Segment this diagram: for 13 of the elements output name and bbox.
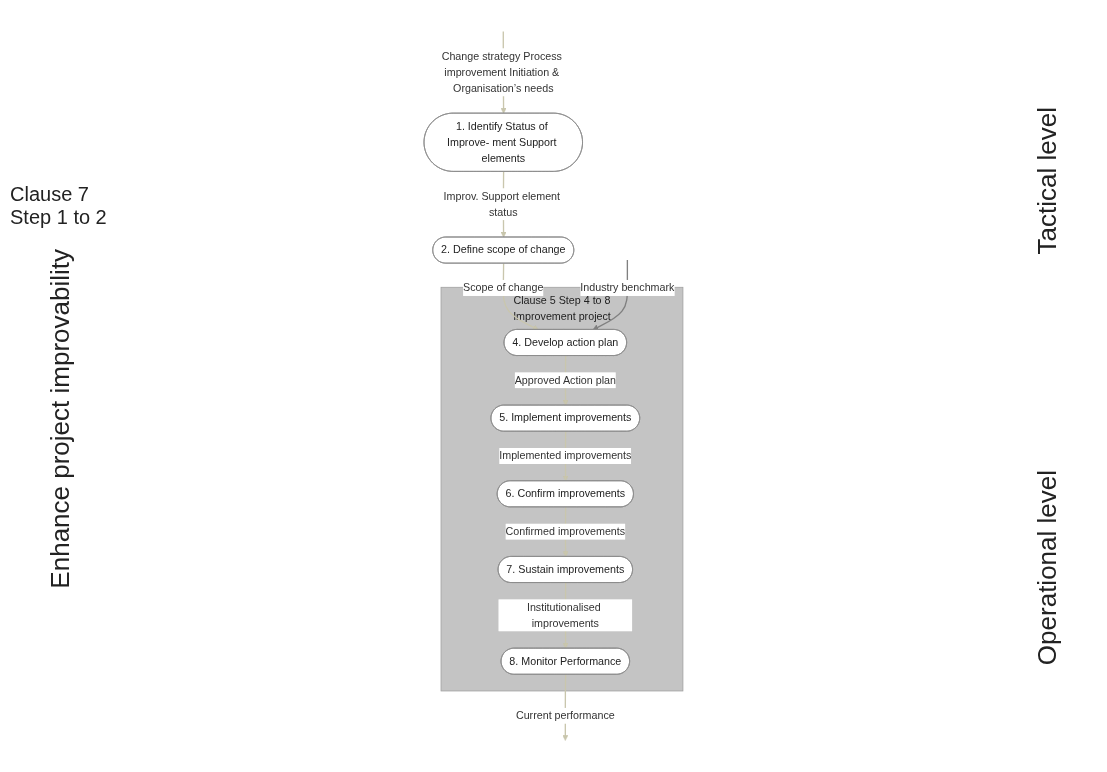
edge-label: Change strategy Process improvement Initiation & Organisation’s needs	[441, 50, 562, 94]
edge-label: Current performance	[515, 709, 615, 722]
level-label: Tactical level	[1031, 107, 1063, 255]
edge-label: Improv. Support element status	[443, 190, 561, 218]
edge-label: Institutionalised improvements	[526, 601, 601, 629]
edge-label: Approved Action plan	[514, 374, 616, 386]
clause-label: Clause 7 Step 1 to 2	[10, 183, 108, 230]
phase-label: Enhance project improvability	[44, 249, 76, 589]
level-label: Operational level	[1031, 469, 1063, 665]
edge-label: Implemented improvements	[499, 449, 632, 462]
edge-label: Scope of change	[463, 281, 544, 294]
edge-label: Confirmed improvements	[505, 525, 626, 537]
edge-label: Industry benchmark	[580, 281, 675, 294]
